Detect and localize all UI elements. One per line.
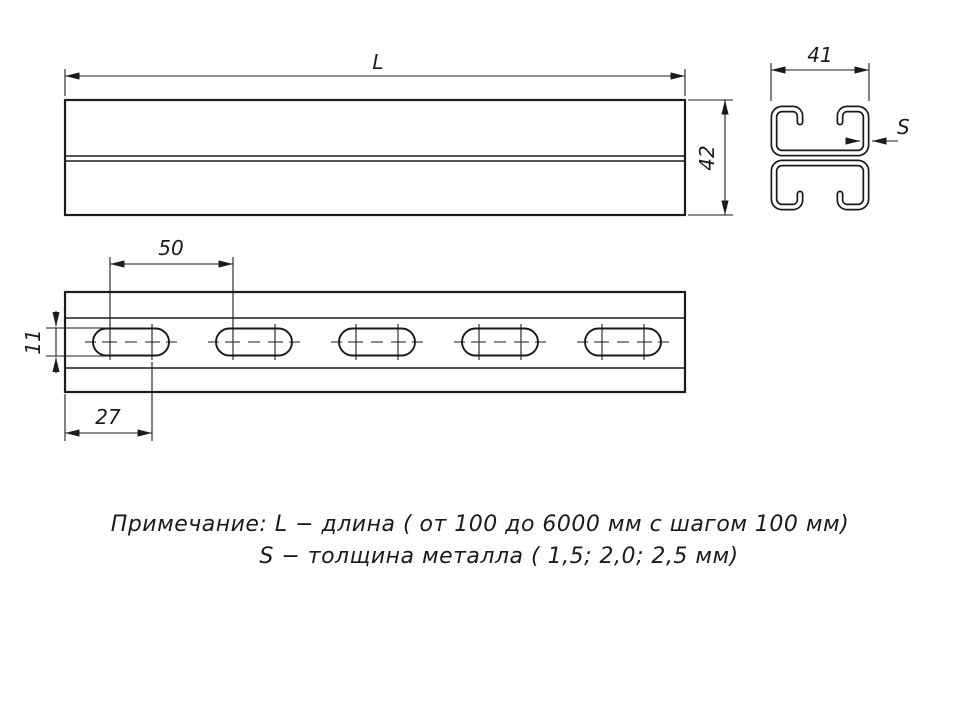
slot-pitch-dimension-label: 50 <box>158 236 183 260</box>
profile-height-dimension-label: 42 <box>695 145 719 170</box>
side-view-outline <box>63 98 687 217</box>
dimension-profile-width: 41 <box>770 43 870 101</box>
dimension-profile-height: 42 <box>688 99 733 216</box>
slot <box>454 324 546 360</box>
dimension-slot-pitch: 50 <box>109 236 234 326</box>
slot-width-dimension-label: 11 <box>21 329 45 354</box>
slot <box>208 324 300 360</box>
plan-view-outline <box>63 290 687 394</box>
cross-section-top-channel <box>770 105 870 157</box>
plan-view <box>63 290 687 394</box>
slot <box>577 324 669 360</box>
slot <box>85 324 177 360</box>
dimension-thickness: S <box>845 115 910 145</box>
note-line-2: S − толщина металла ( 1,5; 2,0; 2,5 мм) <box>259 544 738 569</box>
thickness-dimension-label: S <box>897 115 910 139</box>
end-offset-dimension-label: 27 <box>95 405 121 429</box>
dimension-length: L <box>64 50 686 96</box>
slot <box>331 324 423 360</box>
notes-block: Примечание: L − длина ( от 100 до 6000 м… <box>111 512 849 569</box>
profile-width-dimension-label: 41 <box>807 43 832 67</box>
dimension-slot-width: 11 <box>21 311 125 373</box>
length-dimension-label: L <box>372 50 383 74</box>
note-line-1: Примечание: L − длина ( от 100 до 6000 м… <box>111 512 849 537</box>
cross-section-view <box>770 105 870 211</box>
dimension-end-offset: 27 <box>64 362 153 441</box>
cross-section-bottom-channel <box>770 159 870 211</box>
side-view <box>63 98 687 217</box>
